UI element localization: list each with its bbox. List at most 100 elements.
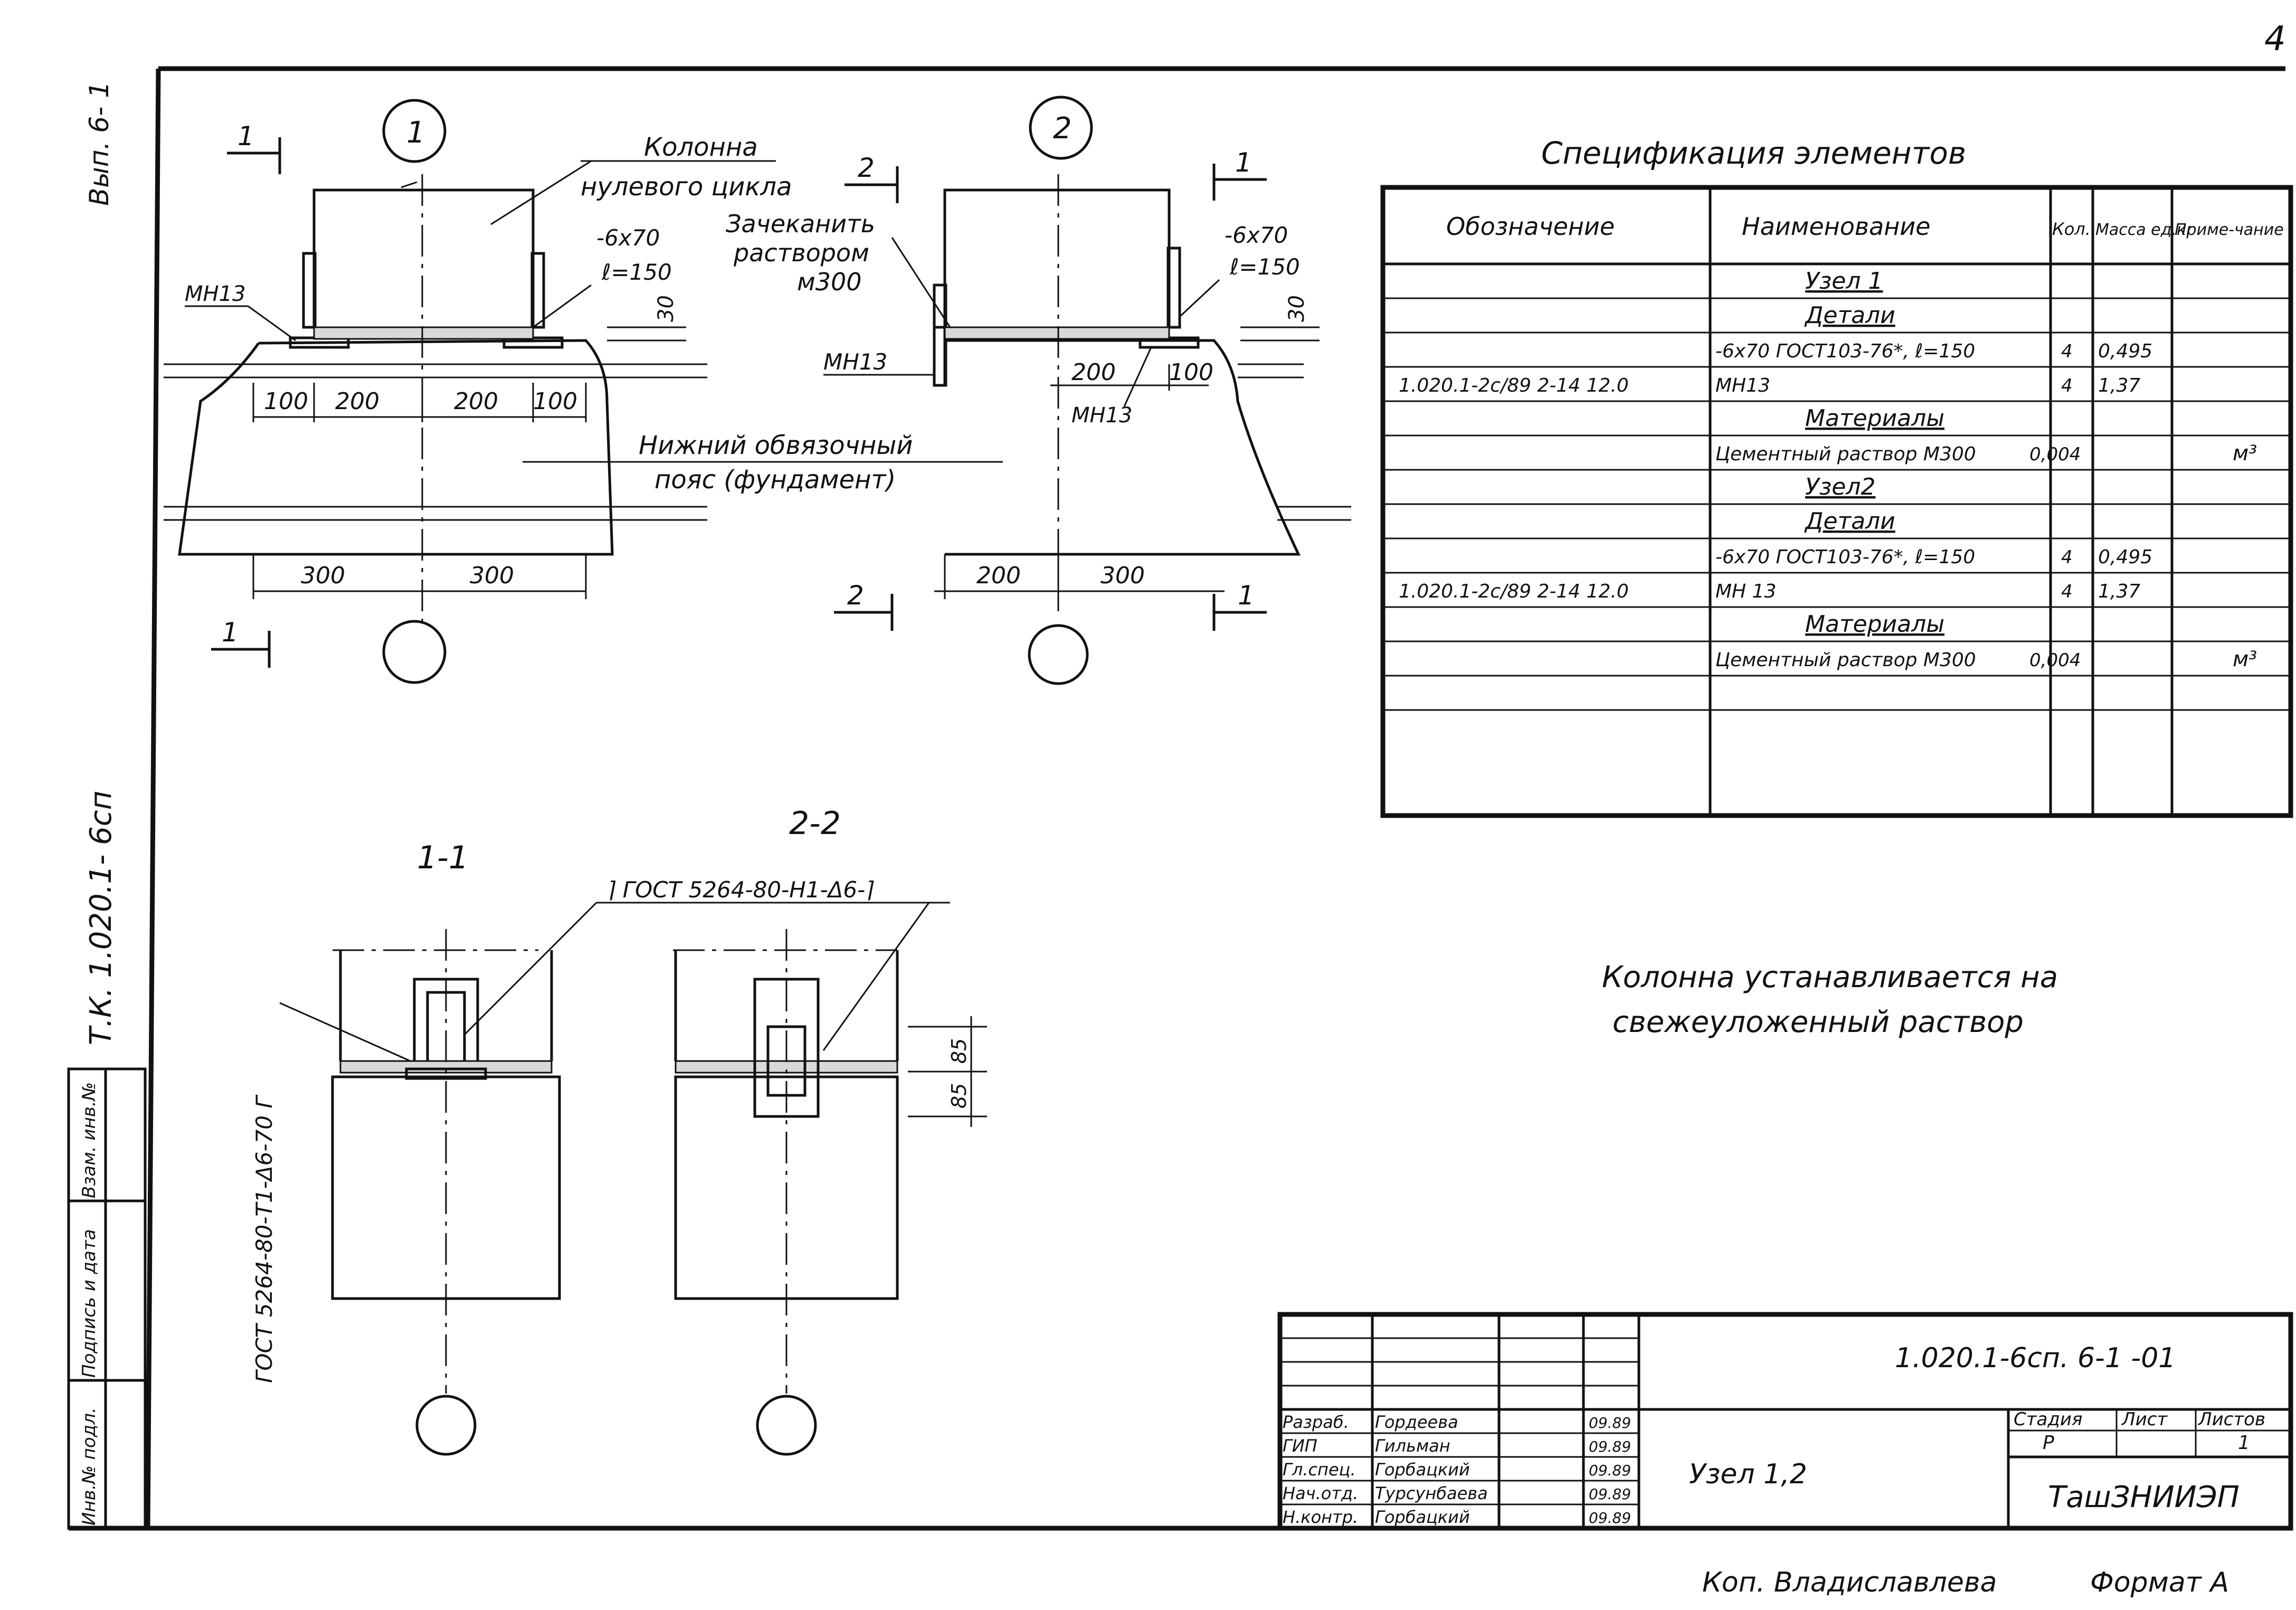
node-1-dim-30: 30 [654,295,678,322]
spec-cell-mass: 0,495 [2098,340,2152,362]
title-org: ТашЗНИИЭП [2048,1480,2240,1514]
spec-cell-note: м³ [2233,647,2257,671]
stage-value-stage: Р [2043,1432,2054,1454]
note-line-2: свежеуложенный раствор [1612,1005,2024,1039]
spec-cell-qty: 0,004 [2029,650,2081,671]
note-line-1: Колонна устанавливается на [1602,960,2058,995]
node-1-marker [382,99,447,163]
spec-title: Спецификация элементов [1541,135,1966,171]
spec-cell-code: 1.020.1-2с/89 2-14 12.0 [1399,581,1629,602]
node-2-dim-bottom-0: 200 [976,562,1021,589]
node-1-section-mark-top: 1 [238,121,254,151]
spec-cell-qty: 4 [2061,375,2073,396]
node-1-dim-bottom-0: 300 [301,562,345,589]
node-2-section-mark-top: 1 [1235,147,1252,178]
signature-role: Н.контр. [1283,1507,1358,1527]
spec-cell-mass: 1,37 [2098,375,2140,396]
node-1-dim-bottom-1: 300 [470,562,514,589]
spec-header-note: Приме-чание [2175,221,2284,239]
stamp-cell-signature: Подпись и дата [79,1229,100,1378]
margin-stamp: Взам. инв.№ Подпись и дата Инв.№ подл. [67,1067,147,1530]
node-1-section-mark-bottom: 1 [222,617,239,648]
node-2-section-mark-bottom: 1 [1238,580,1255,611]
spec-cell-mass: 1,37 [2098,581,2140,602]
node-2-section-mark-left: 2 [847,580,864,611]
signature-date: 09.89 [1589,1414,1631,1432]
node-2-plate-length: ℓ=150 [1229,254,1300,280]
spec-cell-name: Узел2 [1805,473,1875,500]
spec-cell-mass: 0,495 [2098,546,2152,568]
signature-date: 09.89 [1589,1438,1631,1455]
spec-cell-note: м³ [2233,441,2257,466]
node-2-plate-label: -6х70 [1225,222,1288,248]
spec-header-mass: Масса ед.кг [2095,221,2195,239]
spec-cell-name: Цементный раствор М300 [1715,649,1976,671]
spec-header-name: Наименование [1742,212,1930,241]
node-1-column-label-1: Колонна [644,132,758,162]
spec-cell-name: -6х70 ГОСТ103-76*, ℓ=150 [1715,546,1975,568]
frame-left [145,68,161,1529]
signature-name: Горбацкий [1375,1507,1470,1527]
specification-table: Спецификация элементов Обозначение Наиме… [1380,135,2293,818]
node-1-dim-top-2: 200 [454,388,498,415]
footer-format: Формат А [2090,1567,2229,1598]
signature-role: ГИП [1283,1436,1317,1456]
section-2-2-label: 2-2 [789,805,841,842]
node-2-dim-bottom-1: 300 [1100,562,1145,589]
spec-cell-name: Цементный раствор М300 [1715,443,1976,465]
signature-name: Горбацкий [1375,1460,1470,1480]
node-2-grout-label-3: м300 [797,268,862,296]
spec-cell-name: МН 13 [1715,581,1776,602]
weld-symbol-top: ⌉ ГОСТ 5264-80-Н1-Δ6-⌉ [607,877,874,903]
node-1-foundation-label-2: пояс (фундамент) [654,465,896,495]
spec-cell-name: Узел 1 [1805,268,1883,295]
stage-value-sheets: 1 [2238,1432,2250,1454]
node-2-embed-bottom-label: МН13 [1071,403,1133,428]
node-2-dim-30: 30 [1285,295,1309,322]
section-dim-0: 85 [947,1038,971,1064]
title-doc-code: 1.020.1-6сп. 6-1 -01 [1895,1342,2176,1374]
signature-name: Гильман [1375,1436,1450,1456]
stage-header-stage: Стадия [2014,1409,2082,1430]
node-2-dim-top-0: 200 [1071,359,1116,386]
signature-name: Турсунбаева [1375,1483,1488,1503]
issue-label: Вып. 6- 1 [84,81,115,206]
spec-header-qty: Кол. [2052,219,2091,239]
spec-cell-qty: 4 [2061,547,2073,568]
signature-role: Нач.отд. [1283,1483,1358,1503]
title-sheet-title: Узел 1,2 [1689,1459,1807,1490]
spec-cell-name: Материалы [1805,611,1944,638]
node-1-dim-top-1: 200 [335,388,379,415]
node-1-plate-length: ℓ=150 [601,259,672,285]
spec-cell-name: Детали [1804,302,1895,329]
spec-cell-qty: 4 [2061,341,2073,362]
stage-header-sheet: Лист [2121,1409,2168,1430]
spec-header-code: Обозначение [1446,212,1615,241]
spec-cell-name: МН13 [1715,375,1770,396]
signature-name: Гордеева [1375,1412,1458,1432]
node-1-dim-top-0: 100 [264,388,308,415]
title-block: 1.020.1-6сп. 6-1 -01 Узел 1,2 ТашЗНИИЭП … [1277,1312,2293,1531]
node-1-column-label-2: нулевого цикла [581,172,792,202]
page-number: 4 [2264,20,2286,59]
spec-cell-code: 1.020.1-2с/89 2-14 12.0 [1399,375,1629,396]
node-1-marker-label: 1 [406,116,425,150]
section-1-1-label: 1-1 [417,839,469,876]
stage-header-sheets: Листов [2197,1409,2265,1430]
node-1-drawing: 1 1 1 2 Колонна н [164,99,1003,684]
spec-cell-qty: 0,004 [2029,444,2081,465]
weld-symbol-side: ГОСТ 5264-80-Т1-Δ6-70 Г [251,1094,277,1383]
signature-date: 09.89 [1589,1462,1631,1479]
node-1-dim-top-3: 100 [533,388,577,415]
node-1-embed-label: МН13 [185,282,246,306]
node-2-dim-top-1: 100 [1169,359,1213,386]
node-2-embed-left-label: МН13 [823,349,887,375]
stamp-cell-inventory: Инв.№ подл. [79,1407,100,1526]
section-dim-1: 85 [947,1083,971,1109]
signature-date: 09.89 [1589,1485,1631,1503]
node-2-marker [1029,96,1093,160]
stamp-cell-substitute: Взам. инв.№ [79,1082,100,1198]
node-2-grout-label-2: раствором [733,239,869,267]
